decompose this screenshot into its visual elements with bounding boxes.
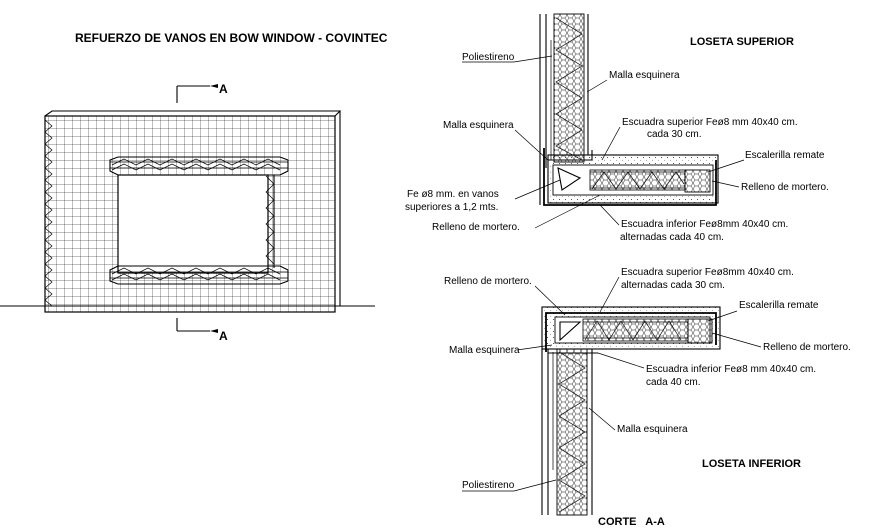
lower-label-malla-2: Malla esquinera bbox=[617, 424, 688, 435]
upper-label-escalerilla: Escalerilla remate bbox=[745, 150, 825, 161]
upper-ledge bbox=[109, 156, 289, 176]
upper-escuadra-superior bbox=[548, 150, 593, 161]
upper-escalerilla bbox=[684, 169, 711, 193]
lower-label-escuadra-inf-1: Escuadra inferior Feø8 mm 40x40 cm. bbox=[646, 364, 816, 375]
lower-ledge bbox=[109, 265, 289, 285]
elevation-title: REFUERZO DE VANOS EN BOW WINDOW - COVINT… bbox=[75, 31, 388, 45]
lower-label-malla-1: Malla esquinera bbox=[449, 345, 520, 356]
lower-label-escuadra-sup-2: alternadas cada 30 cm. bbox=[621, 280, 725, 291]
wall-top-edge bbox=[44, 110, 342, 117]
upper-section-detail: LOSETA SUPERIOR Poliestireno Malla esqui… bbox=[405, 13, 829, 243]
lower-escuadra-superior bbox=[545, 312, 717, 352]
lower-label-relleno-right: Relleno de mortero. bbox=[763, 342, 851, 353]
upper-escuadra-inferior bbox=[543, 148, 717, 206]
section-mark-bottom-label: A bbox=[219, 329, 228, 343]
upper-label-poliestireno: Poliestireno bbox=[462, 52, 515, 63]
upper-label-relleno-right: Relleno de mortero. bbox=[741, 182, 829, 193]
lower-panel-truss bbox=[558, 351, 586, 513]
lower-label-relleno-left: Relleno de mortero. bbox=[444, 276, 532, 287]
upper-slab-truss bbox=[591, 171, 685, 190]
upper-label-escuadra-inf-1: Escuadra inferior Feø8mm 40x40 cm. bbox=[621, 219, 788, 230]
lower-heading: LOSETA INFERIOR bbox=[702, 458, 801, 470]
upper-label-malla-2: Malla esquinera bbox=[443, 120, 514, 131]
lower-label-escuadra-sup-1: Escuadra superior Feø8mm 40x40 cm. bbox=[621, 267, 794, 278]
section-mark-top: A bbox=[176, 82, 228, 103]
window-opening bbox=[117, 174, 269, 274]
upper-label-escuadra-sup-2: cada 30 cm. bbox=[647, 129, 701, 140]
upper-label-malla-1: Malla esquinera bbox=[609, 70, 680, 81]
upper-label-fe-vanos-1: Fe ø8 mm. en vanos bbox=[407, 189, 499, 200]
jamb-reinforcement bbox=[265, 175, 275, 265]
upper-label-fe-vanos-2: superiores a 1,2 mts. bbox=[405, 202, 498, 213]
corte-title: CORTE A-A bbox=[598, 516, 665, 528]
lower-label-escalerilla: Escalerilla remate bbox=[739, 300, 819, 311]
lower-label-poliestireno: Poliestireno bbox=[462, 480, 515, 491]
upper-label-escuadra-sup-1: Escuadra superior Feø8 mm 40x40 cm. bbox=[622, 117, 798, 128]
lower-corner-fill bbox=[559, 321, 582, 342]
elevation-view: REFUERZO DE VANOS EN BOW WINDOW - COVINT… bbox=[0, 31, 388, 343]
lower-escalerilla bbox=[687, 318, 713, 344]
section-mark-top-label: A bbox=[219, 82, 228, 96]
section-mark-bottom: A bbox=[176, 318, 228, 343]
lower-section-detail: LOSETA INFERIOR Relleno de mortero. Escu… bbox=[444, 267, 851, 516]
upper-corner-fill bbox=[557, 167, 582, 191]
upper-label-relleno-left: Relleno de mortero. bbox=[432, 222, 520, 233]
upper-heading: LOSETA SUPERIOR bbox=[690, 36, 794, 48]
upper-foam-core bbox=[553, 13, 585, 163]
wall-edge-mesh bbox=[44, 119, 53, 307]
upper-label-escuadra-inf-2: alternadas cada 40 cm. bbox=[620, 232, 724, 243]
lower-label-escuadra-inf-2: cada 40 cm. bbox=[646, 377, 700, 388]
upper-panel-truss bbox=[555, 17, 583, 161]
lower-foam-core bbox=[556, 348, 588, 516]
lower-slab-truss bbox=[584, 320, 682, 341]
